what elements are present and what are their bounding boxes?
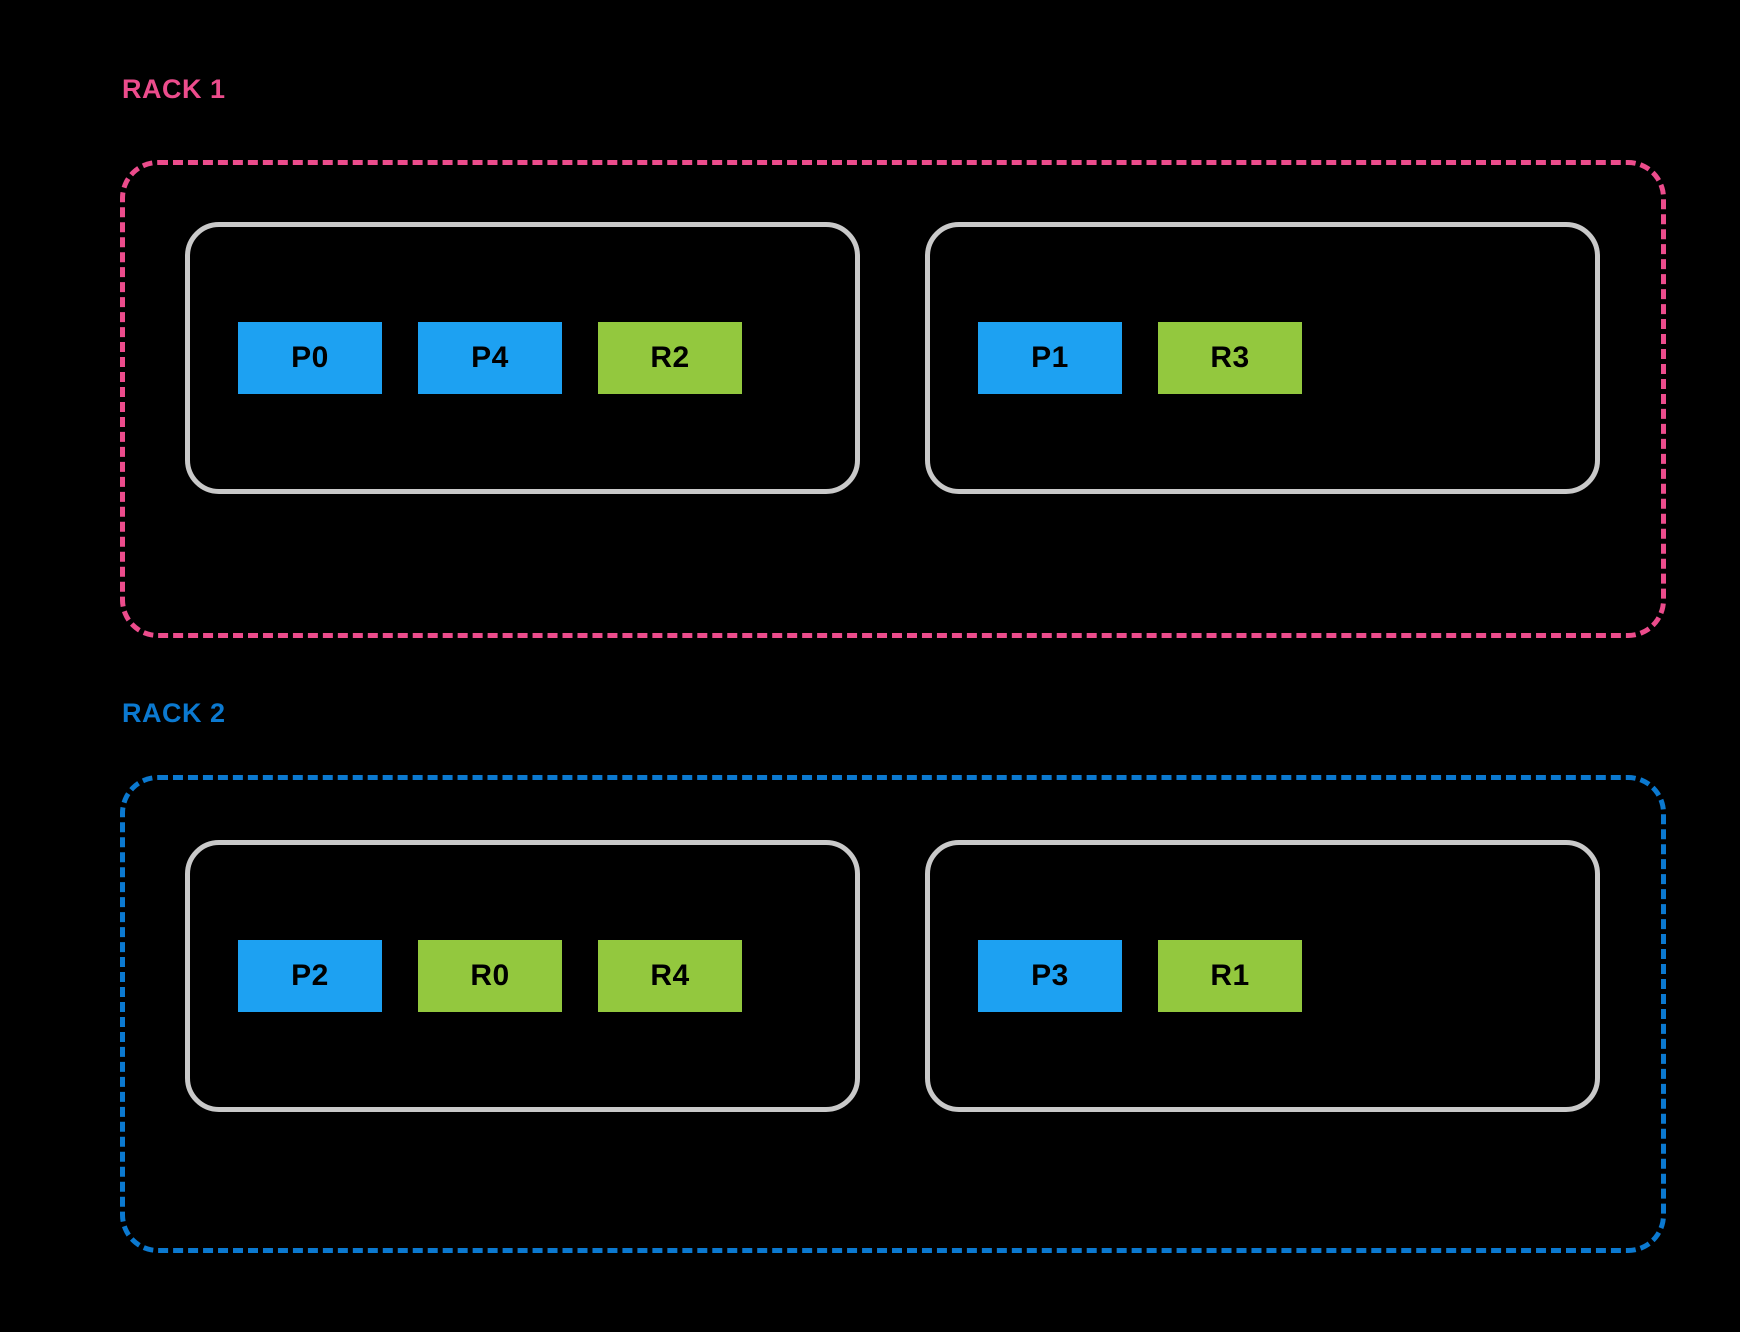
chip-r0[interactable]: R0 — [418, 940, 562, 1012]
rack-2-label: RACK 2 — [122, 698, 226, 728]
chip-p1[interactable]: P1 — [978, 322, 1122, 394]
chip-r2[interactable]: R2 — [598, 322, 742, 394]
rack-1-label: RACK 1 — [122, 74, 226, 104]
rack-1-node-2[interactable]: P1 R3 — [925, 222, 1600, 494]
rack-2-node-1[interactable]: P2 R0 R4 — [185, 840, 860, 1112]
rack-2-node-2[interactable]: P3 R1 — [925, 840, 1600, 1112]
chip-r3[interactable]: R3 — [1158, 322, 1302, 394]
rack-1-node-1[interactable]: P0 P4 R2 — [185, 222, 860, 494]
chip-p2[interactable]: P2 — [238, 940, 382, 1012]
rack-2-node-1-chips: P2 R0 R4 — [190, 845, 855, 1107]
chip-p0[interactable]: P0 — [238, 322, 382, 394]
rack-2-node-2-chips: P3 R1 — [930, 845, 1595, 1107]
rack-1-node-2-chips: P1 R3 — [930, 227, 1595, 489]
chip-p4[interactable]: P4 — [418, 322, 562, 394]
chip-r4[interactable]: R4 — [598, 940, 742, 1012]
chip-r1[interactable]: R1 — [1158, 940, 1302, 1012]
rack-1-node-1-chips: P0 P4 R2 — [190, 227, 855, 489]
rack-2-boundary — [120, 775, 1666, 1253]
chip-p3[interactable]: P3 — [978, 940, 1122, 1012]
rack-1-boundary — [120, 160, 1666, 638]
